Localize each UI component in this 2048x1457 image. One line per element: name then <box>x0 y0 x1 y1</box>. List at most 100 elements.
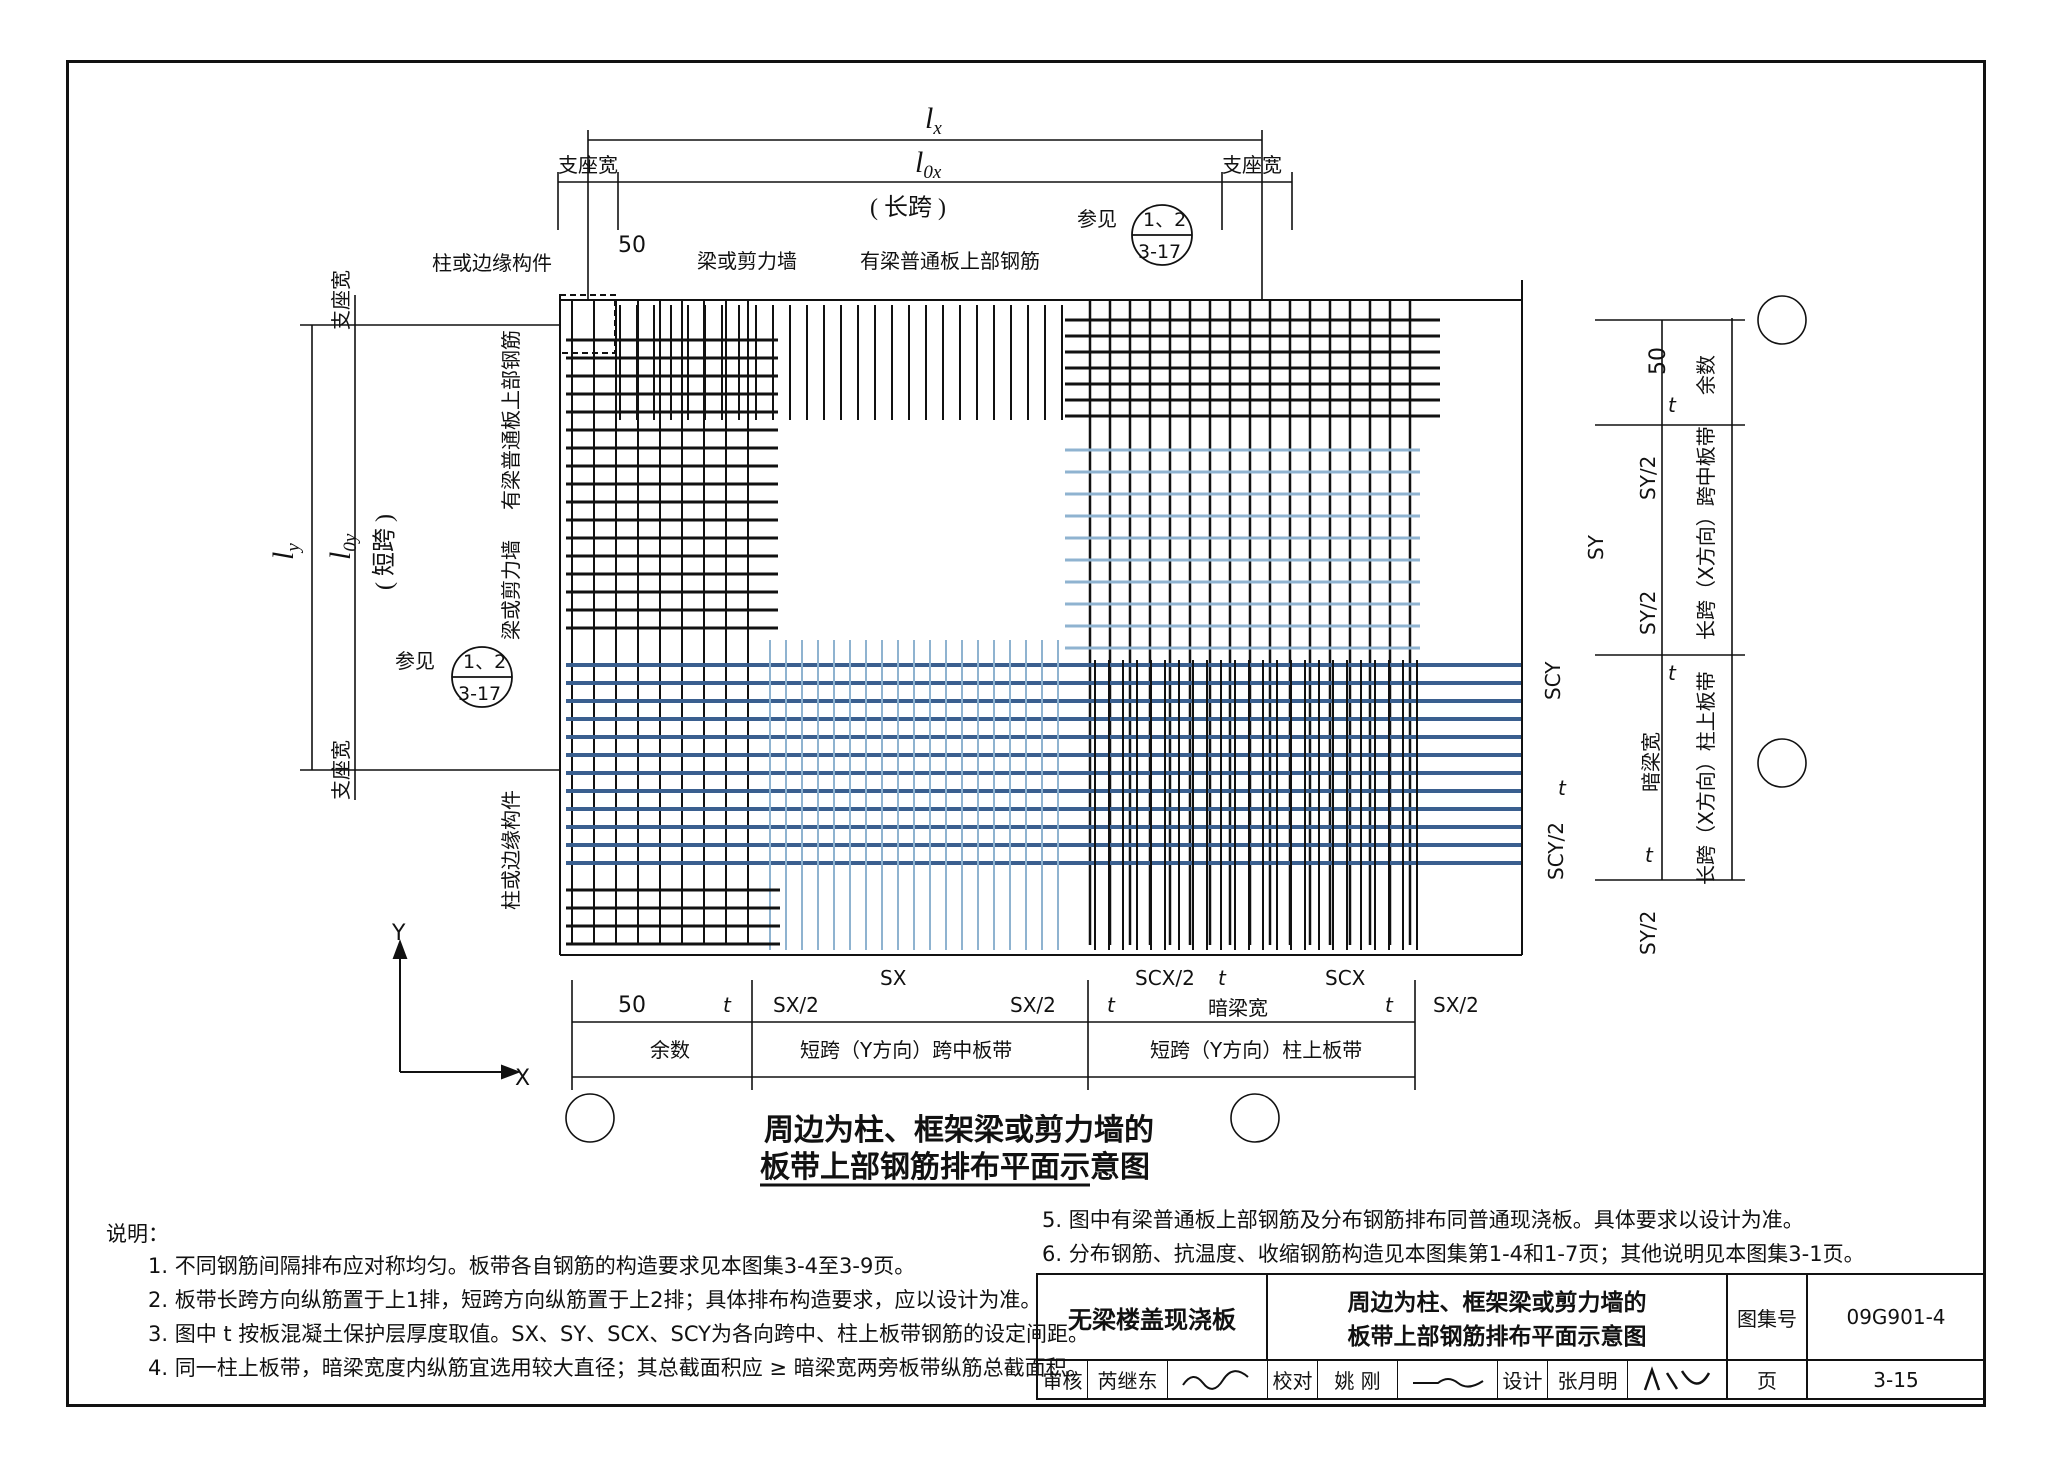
right-long-col-strip: 长跨（X方向）柱上板带 <box>1694 671 1718 885</box>
note-5: 5. 图中有梁普通板上部钢筋及分布钢筋排布同普通现浇板。具体要求以设计为准。 <box>1042 1208 1804 1232</box>
note-3: 3. 图中 t 按板混凝土保护层厚度取值。SX、SY、SCX、SCY为各向跨中、… <box>148 1322 1089 1346</box>
bottom-t-far: t <box>1385 993 1394 1017</box>
right-sy: SY <box>1584 534 1608 560</box>
tb-designer: 张月明 <box>1548 1361 1628 1398</box>
tb-divider <box>1038 1359 1984 1361</box>
label-beam-wall-top: 梁或剪力墙 <box>697 249 797 273</box>
corner-column-outline <box>559 294 616 354</box>
support-width-bottom: 支座宽 <box>329 740 353 800</box>
dimension-text: lx l0x ( 长跨 ) ly l0y ( 短跨 ) <box>267 102 946 590</box>
support-width-right: 支座宽 <box>1222 153 1282 177</box>
bottom-t-right: t <box>1107 993 1116 1017</box>
tb-atlas-no: 09G901-4 <box>1846 1305 1946 1329</box>
right-t-mid: t <box>1668 661 1677 685</box>
tb-reviewer: 芮继东 <box>1088 1361 1168 1398</box>
dim-50-top: 50 <box>618 233 646 258</box>
long-span-label: ( 长跨 ) <box>870 194 946 221</box>
reference-callouts <box>451 204 1193 708</box>
tb-check-label: 校对 <box>1268 1361 1318 1398</box>
drawing-frame <box>66 60 1986 1407</box>
ly-label: ly <box>267 543 304 560</box>
axis-y-label: Y <box>391 921 406 946</box>
bottom-t-a: t <box>1218 966 1227 990</box>
x-arrow-icon <box>501 1064 521 1080</box>
label-beam-slab-rebar-vertical: 有梁普通板上部钢筋 <box>499 330 523 510</box>
tb-reviewer-signature <box>1168 1361 1268 1398</box>
right-sy2-b: SY/2 <box>1636 591 1660 635</box>
right-dimensions <box>1595 295 1807 881</box>
label-beam-slab-rebar-top: 有梁普通板上部钢筋 <box>860 249 1040 273</box>
axis-bubble <box>1757 295 1807 345</box>
title-block: 无梁楼盖现浇板 周边为柱、框架梁或剪力墙的 板带上部钢筋排布平面示意图 图集号 … <box>1036 1273 1986 1400</box>
ref-top-text: 参见 <box>1077 207 1117 231</box>
bottom-t-left: t <box>723 993 732 1017</box>
tb-category: 无梁楼盖现浇板 <box>1038 1275 1268 1359</box>
dim-50-right: 50 <box>1646 347 1671 375</box>
lx-label: lx <box>925 102 942 139</box>
axis-x-label: X <box>515 1066 530 1091</box>
signature-icon <box>1643 1365 1711 1390</box>
bottom-dimensions <box>565 980 1416 1143</box>
tb-design-label: 设计 <box>1498 1361 1548 1398</box>
annotation-text: 支座宽 支座宽 支座宽 支座宽 50 50 50 柱或边缘构件 梁或剪力墙 有梁… <box>329 153 1718 1185</box>
right-long-mid-strip: 长跨（X方向）跨中板带 <box>1694 426 1718 640</box>
label-column-edge-vertical: 柱或边缘构件 <box>499 790 523 910</box>
bottom-short-col-strip: 短跨（Y方向）柱上板带 <box>1150 1038 1362 1062</box>
tb-checker-signature <box>1398 1361 1498 1398</box>
rebar-layer <box>566 300 1522 950</box>
label-beam-wall-vertical: 梁或剪力墙 <box>499 540 523 640</box>
bottom-sx2-left: SX/2 <box>773 993 819 1017</box>
ref-left-text: 参见 <box>395 649 435 673</box>
short-span-label: ( 短跨 ) <box>371 514 398 590</box>
tb-title-line1: 周边为柱、框架梁或剪力墙的 <box>1347 1290 1647 1316</box>
signature-icon <box>1412 1377 1484 1387</box>
top-dimensions <box>557 130 1293 300</box>
tb-review-label: 审核 <box>1038 1361 1088 1398</box>
bottom-sx2-far: SX/2 <box>1433 993 1479 1017</box>
drawing-title-line1: 周边为柱、框架梁或剪力墙的 <box>764 1113 1154 1148</box>
xy-axes <box>392 939 521 1080</box>
right-t-b: t <box>1558 776 1567 800</box>
slab-outline <box>559 280 1523 956</box>
right-t-c: t <box>1645 843 1654 867</box>
note-2: 2. 板带长跨方向纵筋置于上1排，短跨方向纵筋置于上2排；具体排布构造要求，应以… <box>148 1288 1042 1312</box>
y-arrow-icon <box>392 939 408 959</box>
right-t-top: t <box>1668 393 1677 417</box>
l0x-label: l0x <box>915 146 942 183</box>
note-6: 6. 分布钢筋、抗温度、收缩钢筋构造见本图集第1-4和1-7页；其他说明见本图集… <box>1042 1242 1865 1266</box>
l0y-label: l0y <box>324 533 361 560</box>
bottom-remainder: 余数 <box>650 1038 690 1062</box>
tb-designer-signature <box>1628 1361 1728 1398</box>
axis-bubble <box>1230 1093 1280 1143</box>
right-scy: SCY <box>1541 661 1565 700</box>
bottom-sx2-right: SX/2 <box>1010 993 1056 1017</box>
tb-title: 周边为柱、框架梁或剪力墙的 板带上部钢筋排布平面示意图 <box>1268 1275 1728 1359</box>
label-column-edge-top: 柱或边缘构件 <box>432 251 552 275</box>
right-sy2-a: SY/2 <box>1636 456 1660 500</box>
ref-left-num: 1、2 <box>463 651 506 673</box>
tb-atlas-label: 图集号 <box>1728 1275 1808 1359</box>
ref-top-num: 1、2 <box>1143 209 1186 231</box>
bottom-scx: SCX <box>1325 966 1366 990</box>
tb-page-no: 3-15 <box>1873 1367 1919 1392</box>
axis-bubble <box>565 1093 615 1143</box>
ref-left-page: 3-17 <box>458 683 501 705</box>
bottom-scx2: SCX/2 <box>1135 966 1195 990</box>
tb-title-line2: 板带上部钢筋排布平面示意图 <box>1347 1324 1647 1350</box>
tb-page-label: 页 <box>1728 1361 1808 1398</box>
note-4: 4. 同一柱上板带，暗梁宽度内纵筋宜选用较大直径；其总截面积应 ≥ 暗梁宽两旁板… <box>148 1356 1088 1380</box>
bottom-hidden-beam: 暗梁宽 <box>1208 996 1268 1020</box>
right-scy2: SCY/2 <box>1544 822 1568 880</box>
note-1: 1. 不同钢筋间隔排布应对称均匀。板带各自钢筋的构造要求见本图集3-4至3-9页… <box>148 1254 916 1278</box>
bottom-short-mid-strip: 短跨（Y方向）跨中板带 <box>800 1038 1012 1062</box>
dim-50-bottom: 50 <box>618 993 646 1018</box>
signature-icon <box>1181 1369 1249 1390</box>
axis-bubble <box>1757 738 1807 788</box>
tb-checker: 姚 刚 <box>1318 1361 1398 1398</box>
right-hidden-beam: 暗梁宽 <box>1639 732 1663 792</box>
right-remainder: 余数 <box>1694 355 1718 395</box>
support-width-top: 支座宽 <box>329 270 353 330</box>
bottom-sx: SX <box>880 966 907 990</box>
notes-heading: 说明： <box>106 1222 169 1246</box>
right-sy2-c: SY/2 <box>1636 911 1660 955</box>
